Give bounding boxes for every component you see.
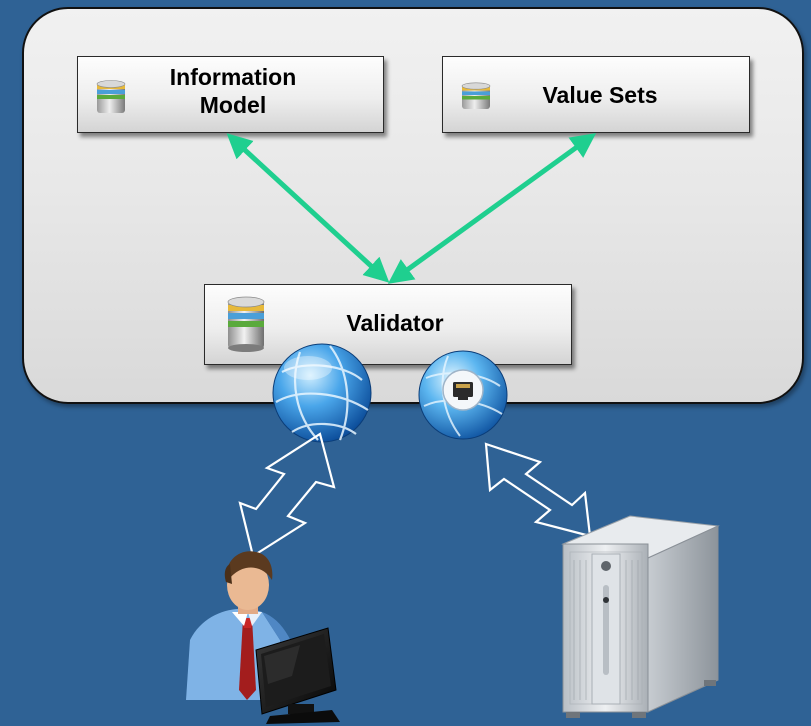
web-globe-icon[interactable] [272, 343, 372, 443]
database-icon [227, 296, 265, 352]
information-model-label: Information Model [138, 63, 328, 119]
information-model-node[interactable]: Information Model [77, 56, 384, 133]
validator-label: Validator [346, 310, 444, 336]
server-exchange-arrow [484, 442, 592, 538]
server-tower-icon[interactable] [561, 515, 720, 718]
info-model-validator-link [226, 133, 390, 283]
information-model-label-line1: Information [169, 64, 297, 90]
validator-node[interactable]: Validator [204, 284, 572, 365]
user-exchange-arrow [238, 432, 336, 558]
information-model-label-line2: Model [199, 92, 267, 119]
database-icon [96, 80, 126, 113]
user-at-computer-icon[interactable] [186, 551, 340, 724]
value-sets-validator-link [387, 133, 597, 284]
value-sets-label: Value Sets [542, 82, 658, 108]
database-icon [461, 82, 491, 109]
value-sets-node[interactable]: Value Sets [442, 56, 750, 133]
network-port-globe-icon[interactable] [418, 350, 508, 440]
